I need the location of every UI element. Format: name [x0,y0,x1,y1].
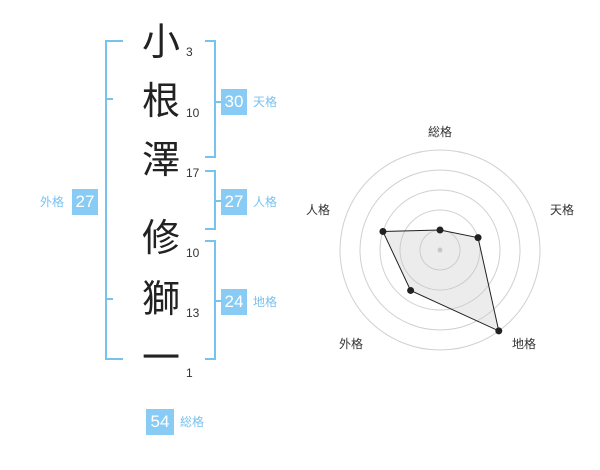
tenkaku-value: 30 [221,89,247,115]
stroke-count-1: 3 [186,45,193,59]
soukaku-label: 総格 [180,415,205,429]
name-char-3: 澤 [141,138,180,182]
gaikaku-label: 外格 [40,195,65,209]
name-char-2: 根 [141,79,180,123]
radar-polygon [382,229,500,332]
stroke-count-2: 10 [186,106,200,120]
radar-axis-label-gaikaku: 外格 [339,337,364,351]
radar-axis-label-jinkaku: 人格 [306,203,331,217]
radar-axis-label-chikaku: 地格 [512,337,537,351]
jinkaku-value: 27 [221,189,247,215]
radar-point-2 [474,234,482,242]
radar-axis-label-soukaku: 総格 [428,125,453,139]
radar-point-1 [436,226,444,234]
chikaku-label: 地格 [253,295,278,309]
stroke-count-3: 17 [186,166,200,180]
name-char-5: 獅 [141,277,180,321]
stroke-count-6: 1 [186,366,193,380]
radar-point-3 [495,327,503,335]
stroke-count-5: 13 [186,306,200,320]
tenkaku-label: 天格 [253,95,278,109]
name-char-6: 一 [141,336,180,380]
radar-axis-label-tenkaku: 天格 [550,203,575,217]
chikaku-value: 24 [221,289,247,315]
name-char-4: 修 [141,216,180,260]
name-char-1: 小 [141,20,180,64]
stroke-count-4: 10 [186,246,200,260]
soukaku-value: 54 [146,409,174,435]
radar-point-4 [407,286,415,294]
radar-point-5 [379,227,387,235]
radar-center-dot [437,247,443,253]
gaikaku-value: 27 [72,189,98,215]
jinkaku-label: 人格 [253,195,278,209]
